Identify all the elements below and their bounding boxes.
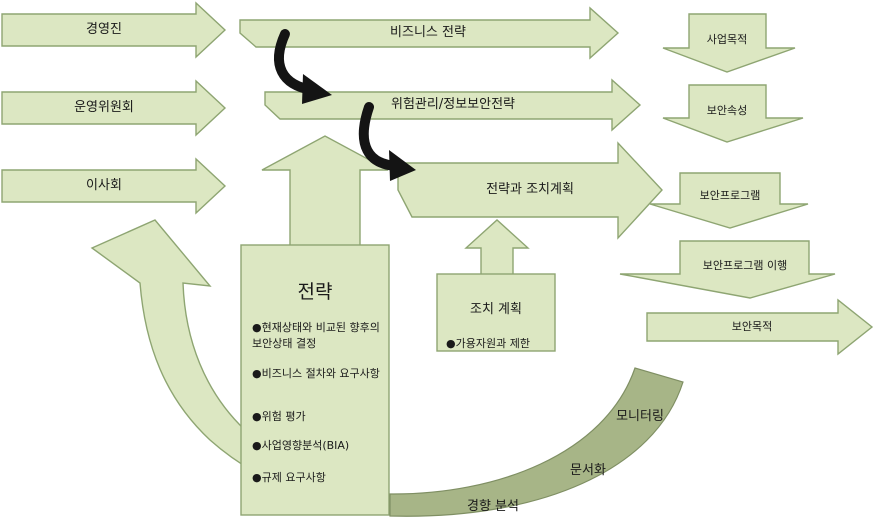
action-plan-bullet-1: ●가용자원과 제한 xyxy=(446,337,530,350)
up-arrow-strategy xyxy=(261,135,389,249)
action-plan-box xyxy=(436,273,556,352)
arrow-business-strategy xyxy=(239,6,620,60)
strategy-bullet-3: ●위험 평가 xyxy=(252,410,306,423)
strategy-title: 전략 xyxy=(297,281,333,303)
label-business-strategy: 비즈니스 전략 xyxy=(390,25,466,40)
label-business-objective: 사업목적 xyxy=(706,33,748,46)
down-arrow-security-attributes xyxy=(662,84,804,143)
action-plan-title: 조치 계획 xyxy=(470,302,522,317)
left-arrow-steering-committee xyxy=(1,79,227,137)
label-security-objective: 보안목적 xyxy=(731,320,773,333)
label-security-program: 보안프로그램 xyxy=(699,189,761,202)
left-arrow-executives xyxy=(1,1,227,59)
down-arrow-security-program xyxy=(649,172,809,229)
label-trend-analysis: 경향 분석 xyxy=(467,499,519,514)
label-executives: 경영진 xyxy=(86,22,122,37)
arrow-risk-security-strategy xyxy=(264,78,642,132)
label-strategy-action-plan: 전략과 조치계획 xyxy=(486,182,574,197)
left-arrow-board xyxy=(1,157,227,215)
label-program-implementation: 보안프로그램 이행 xyxy=(702,259,788,272)
strategy-bullet-2: ●비즈니스 절차와 요구사항 xyxy=(252,367,380,380)
flow-arrow-1-head xyxy=(302,74,332,104)
label-steering-committee: 운영위원회 xyxy=(74,100,134,115)
label-risk-security-strategy: 위험관리/정보보안전략 xyxy=(391,97,515,112)
label-security-attributes: 보안속성 xyxy=(706,104,748,117)
down-arrow-business-objective xyxy=(662,13,796,73)
right-arrow-security-objective xyxy=(646,298,874,356)
down-arrow-program-implementation xyxy=(619,240,836,299)
strategy-box xyxy=(240,244,390,516)
arrow-strategy-action-plan xyxy=(397,141,663,240)
monitoring-band xyxy=(389,367,684,517)
label-board: 이사회 xyxy=(86,178,122,193)
strategy-bullet-4: ●사업영향분석(BIA) xyxy=(252,439,350,452)
up-arrow-action-plan xyxy=(464,219,530,277)
strategy-bullet-5: ●규제 요구사항 xyxy=(252,471,326,484)
strategy-bullet-1: ●현재상태와 비교된 향후의 보안상태 결정 xyxy=(252,321,380,350)
label-documentation: 문서화 xyxy=(570,463,606,478)
label-monitoring: 모니터링 xyxy=(616,409,664,424)
flow-arrow-2-head xyxy=(389,150,416,181)
